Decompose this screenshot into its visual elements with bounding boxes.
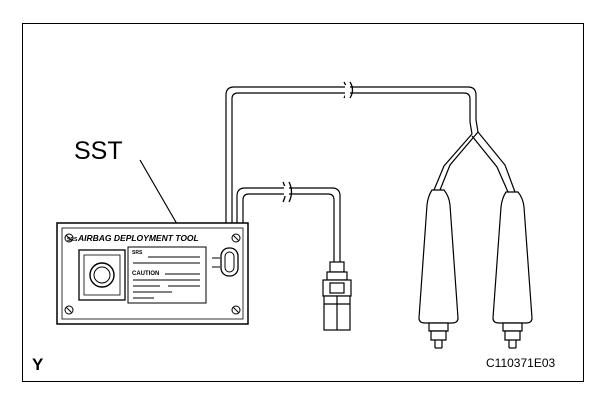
- caution-text-lines: [133, 256, 200, 299]
- tool-title: AIRBAG DEPLOYMENT TOOL: [78, 233, 199, 243]
- tool-caution-label: CAUTION: [132, 271, 160, 277]
- tool-panel-srs: SRS: [132, 250, 143, 256]
- push-button-icon: [78, 249, 126, 301]
- tool-srs-mark: SRS: [67, 237, 78, 243]
- connector-icon: [322, 261, 352, 331]
- corner-letter: Y: [32, 355, 44, 374]
- cable-branch: [433, 131, 516, 193]
- figure-frame: [22, 23, 584, 382]
- alligator-clip-icon: [418, 189, 459, 349]
- deployment-tool-body: [56, 222, 249, 325]
- figure-code: C110371E03: [486, 356, 556, 370]
- lower-cable: [236, 181, 341, 262]
- alligator-clip-icon: [492, 191, 533, 349]
- upper-cable: [225, 81, 479, 262]
- screw-icon: [64, 233, 241, 315]
- sst-label: SST: [74, 137, 123, 165]
- sst-leader-line: [139, 159, 178, 225]
